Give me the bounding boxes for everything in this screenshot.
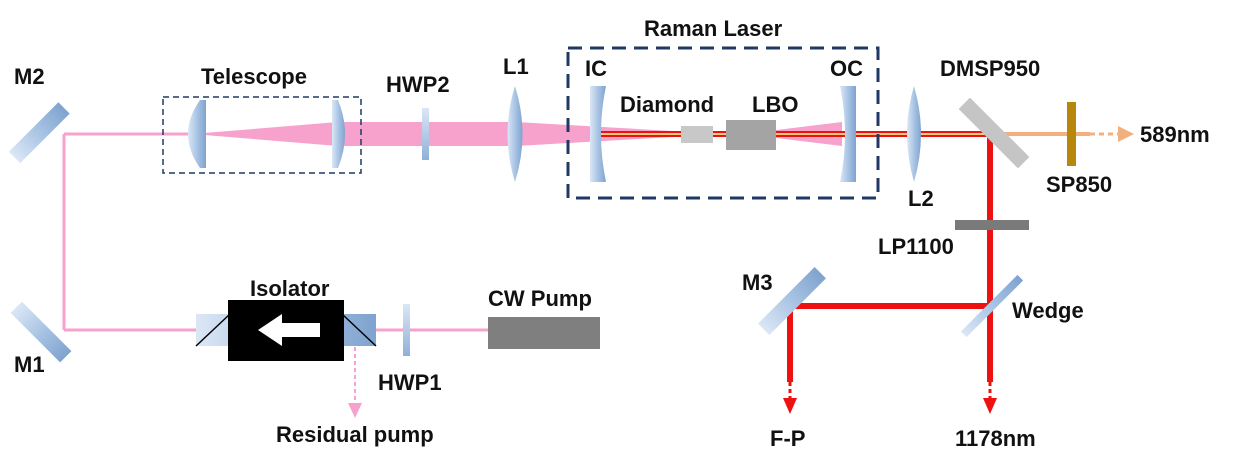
telescope-lens-1	[188, 100, 206, 168]
waveplate-hwp1	[403, 304, 410, 356]
label-m2: M2	[14, 64, 45, 89]
label-sp850: SP850	[1046, 172, 1112, 197]
label-diamond: Diamond	[620, 92, 714, 117]
label-telescope: Telescope	[201, 64, 307, 89]
label-l1: L1	[503, 54, 529, 79]
left-arrow-icon	[258, 314, 320, 346]
label-dmsp950: DMSP950	[940, 56, 1040, 81]
input-coupler-ic	[590, 86, 606, 182]
filter-lp1100	[955, 220, 1029, 230]
label-1178nm: 1178nm	[955, 426, 1036, 451]
label-l2: L2	[908, 186, 934, 211]
label-lp1100: LP1100	[878, 234, 954, 259]
label-m1: M1	[14, 352, 45, 377]
label-m3: M3	[742, 270, 773, 295]
label-isolator: Isolator	[250, 276, 330, 301]
lens-l2	[907, 86, 921, 182]
telescope-lens-2	[332, 100, 345, 168]
filter-sp850	[1067, 102, 1076, 166]
label-fp: F-P	[770, 426, 805, 451]
diamond-crystal	[681, 126, 713, 143]
wedge-plate	[960, 274, 1024, 338]
label-cw-pump: CW Pump	[488, 286, 592, 311]
label-ic: IC	[585, 56, 607, 81]
label-589nm: 589nm	[1140, 122, 1210, 147]
telescope-frame	[162, 96, 362, 174]
cw-pump-laser	[488, 317, 600, 349]
label-wedge: Wedge	[1012, 298, 1084, 323]
pump-beam-path	[62, 122, 842, 418]
label-raman-laser: Raman Laser	[644, 16, 783, 41]
label-hwp2: HWP2	[386, 72, 450, 97]
waveplate-hwp2	[422, 108, 429, 160]
label-residual-pump: Residual pump	[276, 422, 434, 447]
raman-laser-frame	[566, 46, 880, 200]
output-coupler-oc	[840, 86, 856, 182]
label-lbo: LBO	[752, 92, 798, 117]
lbo-crystal	[726, 120, 776, 150]
mirror-m2	[8, 102, 70, 164]
raman-beam-path	[600, 126, 1134, 414]
optical-isolator	[195, 300, 377, 361]
dichroic-mirror-dmsp950	[958, 97, 1030, 169]
label-hwp1: HWP1	[378, 370, 442, 395]
lens-l1	[507, 86, 523, 182]
label-oc: OC	[830, 56, 863, 81]
mirror-m3	[758, 267, 826, 335]
mirror-m1	[10, 301, 72, 363]
